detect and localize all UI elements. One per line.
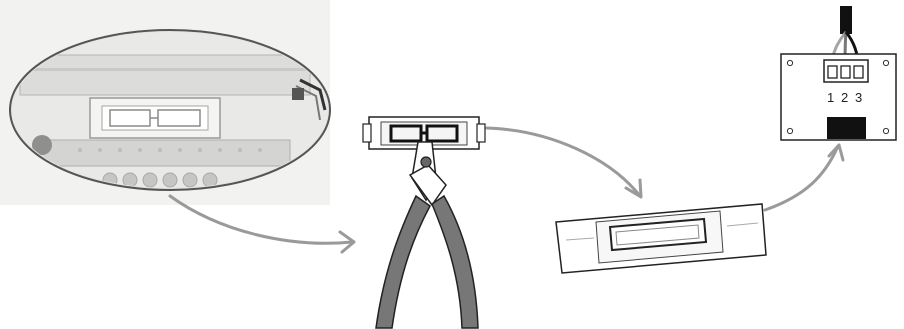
terminal-block-icon xyxy=(824,60,868,82)
removed-bracket xyxy=(556,204,766,273)
connector-board: 1 2 3 xyxy=(781,6,896,140)
device-closeup xyxy=(0,0,330,205)
pin-label-2: 2 xyxy=(841,90,848,105)
arrow-3 xyxy=(765,145,843,210)
cutting-pliers xyxy=(363,117,485,328)
pin-label-1: 1 xyxy=(827,90,834,105)
arrow-2 xyxy=(487,128,641,197)
pin-label-3: 3 xyxy=(855,90,862,105)
pliers-icon xyxy=(376,142,478,328)
